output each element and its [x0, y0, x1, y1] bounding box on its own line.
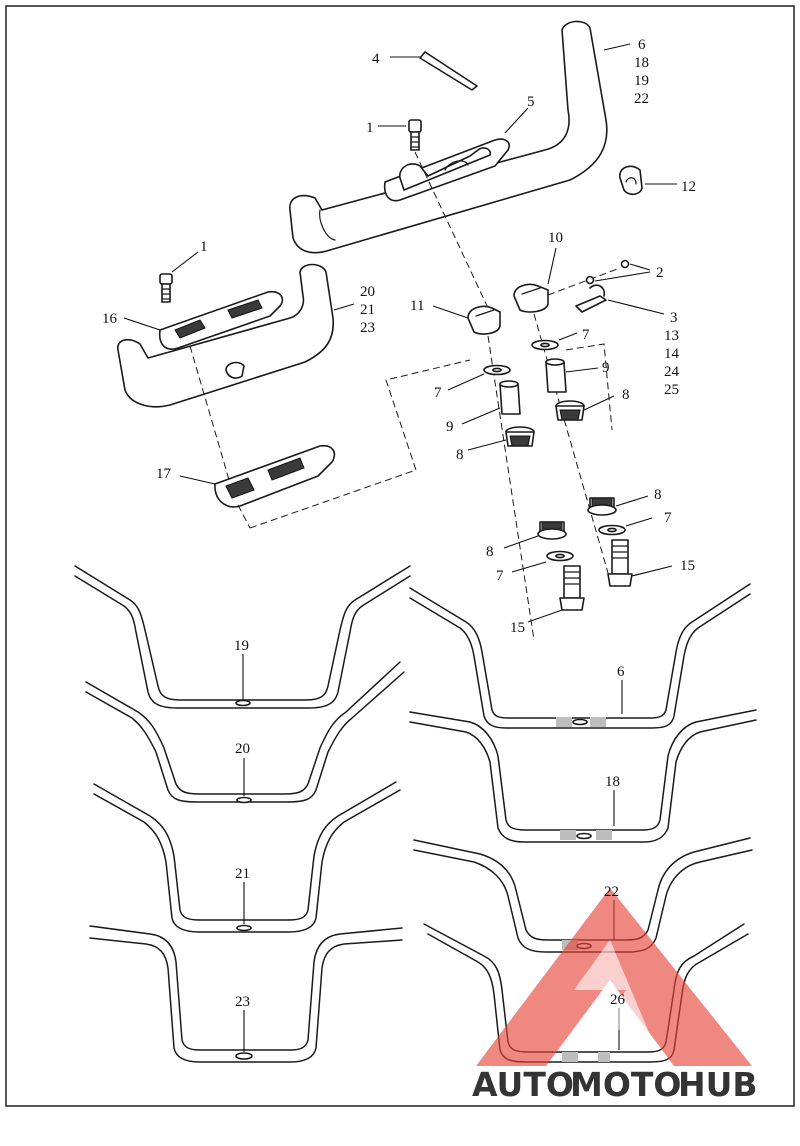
watermark-logo: AUTO MOTO HUB [472, 888, 758, 1104]
callout-21: 21 [360, 302, 375, 318]
callout-labels: 4 5 6 18 19 22 1 12 1 10 2 20 21 23 11 1… [102, 37, 696, 1010]
clamp-17 [179, 444, 336, 508]
clamp-16 [123, 290, 284, 350]
callout-7-b: 7 [434, 385, 442, 401]
watermark-moto: MOTO [570, 1065, 681, 1104]
watermark-hub: HUB [678, 1065, 758, 1104]
handlebar-label-21: 21 [235, 866, 250, 882]
handlebar-label-26: 26 [610, 992, 626, 1008]
washer-7-lower-left [511, 550, 574, 573]
callout-9-b: 9 [446, 419, 454, 435]
callout-19: 19 [634, 73, 649, 89]
callout-16: 16 [102, 311, 118, 327]
spacer-9-left [461, 380, 521, 425]
callout-7-c: 7 [664, 510, 672, 526]
callout-18: 18 [634, 55, 649, 71]
bushing-8-upper-left [467, 426, 535, 451]
clip-12 [619, 165, 677, 196]
callout-15-a: 15 [680, 558, 695, 574]
callout-12: 12 [681, 179, 696, 195]
bracket-3 [575, 284, 665, 315]
callout-17: 17 [156, 466, 172, 482]
bolt-15-right [607, 539, 673, 587]
callout-11: 11 [410, 298, 424, 314]
riser-11 [432, 305, 501, 335]
callout-1-upper: 1 [366, 120, 374, 136]
handlebar-18 [409, 709, 757, 843]
callout-24: 24 [664, 364, 680, 380]
callout-8-c: 8 [654, 487, 662, 503]
callout-15-b: 15 [510, 620, 525, 636]
upper-clamp-5 [383, 107, 529, 202]
handlebar-label-6: 6 [617, 664, 625, 680]
callout-13: 13 [664, 328, 679, 344]
callout-6: 6 [638, 37, 646, 53]
diagram-frame [5, 5, 795, 1107]
bushing-8-upper-right [555, 395, 615, 421]
callout-4: 4 [372, 51, 380, 67]
screw-1-upper [378, 119, 422, 151]
riser-10 [513, 247, 557, 313]
callout-9-a: 9 [602, 360, 610, 376]
handlebar-20 [85, 661, 405, 804]
callout-7-d: 7 [496, 568, 504, 584]
callout-8-d: 8 [486, 544, 494, 560]
callout-20: 20 [360, 284, 375, 300]
callout-3: 3 [670, 310, 678, 326]
callout-2: 2 [656, 265, 664, 281]
callout-23: 23 [360, 320, 375, 336]
handlebar-19 [74, 565, 411, 709]
washer-7-lower-right [598, 517, 653, 536]
washer-7-upper-left [447, 364, 511, 391]
bushing-8-lower-left [503, 521, 567, 549]
handlebar-label-23: 23 [235, 994, 250, 1010]
handlebar-label-18: 18 [605, 774, 620, 790]
handlebar-upper [289, 20, 608, 254]
callout-1-lower: 1 [200, 239, 208, 255]
bolt-15-left [527, 565, 585, 623]
washer-7-upper-right [531, 332, 578, 351]
bushing-8-lower-right [587, 495, 649, 516]
screw-1-lower [159, 251, 199, 303]
callout-10: 10 [548, 230, 563, 246]
callout-8-b: 8 [456, 447, 464, 463]
spacer-9-right [545, 358, 599, 393]
handlebar-23 [89, 925, 403, 1063]
handlebar-6 [409, 583, 751, 729]
handlebar-21 [93, 781, 401, 933]
watermark-auto: AUTO [472, 1065, 574, 1104]
callout-25: 25 [664, 382, 679, 398]
callout-7-a: 7 [582, 327, 590, 343]
handlebar-label-22: 22 [604, 884, 619, 900]
screws-2 [585, 259, 651, 285]
callout-5: 5 [527, 94, 535, 110]
handlebar-label-19: 19 [234, 638, 249, 654]
callout-14: 14 [664, 346, 680, 362]
callout-8-a: 8 [622, 387, 630, 403]
handlebar-label-20: 20 [235, 741, 250, 757]
cotter-pin-4 [390, 51, 478, 91]
handlebar-middle-left [117, 263, 334, 408]
callout-22: 22 [634, 91, 649, 107]
